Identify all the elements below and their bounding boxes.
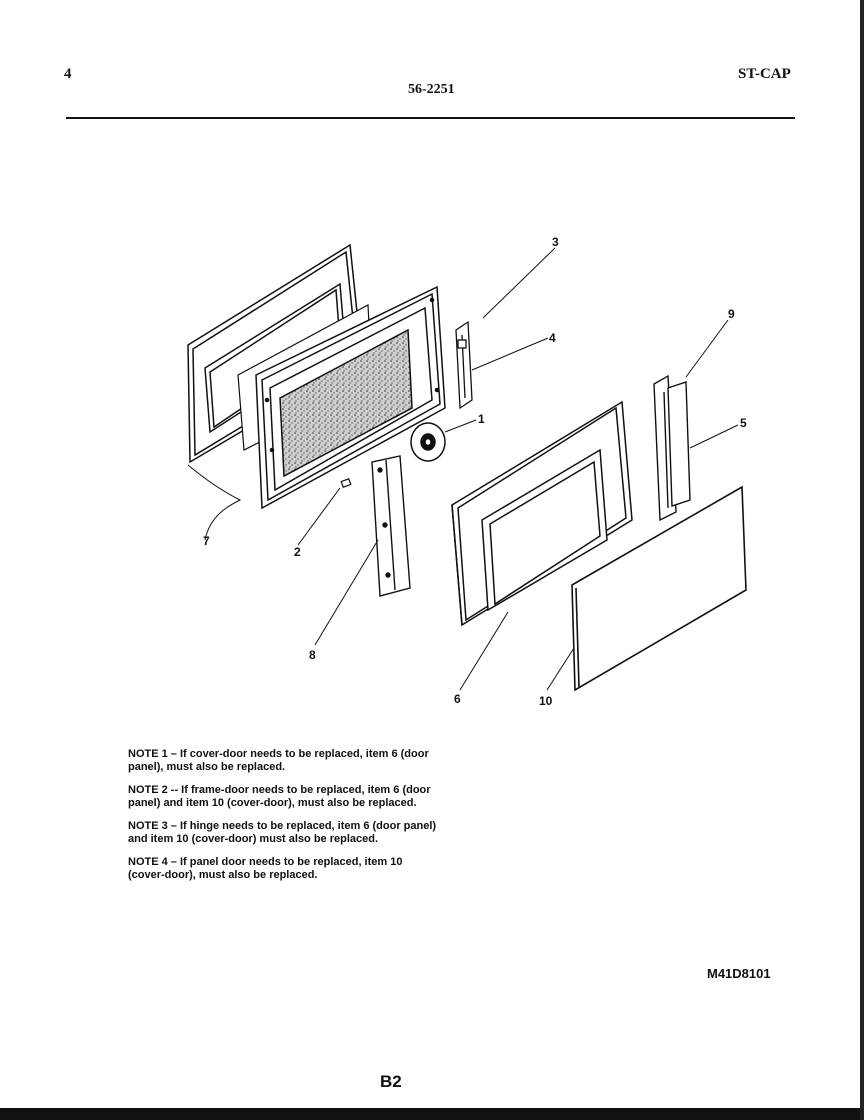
hinge-left — [455, 320, 473, 410]
callout-7: 7 — [203, 534, 210, 548]
note-1-line-2: panel), must also be replaced. — [128, 761, 286, 773]
knob-item-1 — [410, 422, 446, 462]
cover-door-item-10 — [571, 485, 747, 692]
hinge-right-item-5 — [653, 374, 691, 522]
note-4-line-2: (cover-door), must also be replaced. — [128, 869, 318, 881]
note-3-line-2: and item 10 (cover-door) must also be re… — [128, 833, 379, 845]
header-rule — [66, 117, 795, 119]
callout-6: 6 — [454, 692, 461, 706]
note-4-line-1: NOTE 4 – If panel door needs to be repla… — [128, 856, 403, 868]
note-2-line-2: panel) and item 10 (cover-door), must al… — [128, 797, 417, 809]
brace-item-8 — [371, 455, 411, 597]
callout-1: 1 — [478, 412, 485, 426]
callout-8: 8 — [309, 648, 316, 662]
document-code: 56-2251 — [408, 82, 455, 97]
page-number: 4 — [64, 66, 72, 82]
screw-item-2 — [340, 478, 352, 488]
right-scan-edge — [860, 0, 864, 1120]
note-2: NOTE 2 -- If frame-door needs to be repl… — [128, 784, 528, 810]
callout-9: 9 — [728, 307, 735, 321]
model-code: ST-CAP — [738, 66, 791, 82]
callout-3: 3 — [552, 235, 559, 249]
leader-lines — [187, 247, 739, 691]
bottom-scan-edge — [0, 1108, 864, 1120]
page-code: B2 — [380, 1072, 402, 1091]
callout-4: 4 — [549, 331, 556, 345]
door-panel-item-6 — [451, 400, 633, 627]
drawing-id: M41D8101 — [707, 966, 771, 981]
note-2-line-1: NOTE 2 -- If frame-door needs to be repl… — [128, 784, 431, 796]
callout-2: 2 — [294, 545, 301, 559]
inner-door-frame — [255, 285, 446, 510]
notes-block: NOTE 1 – If cover-door needs to be repla… — [128, 748, 528, 892]
callout-10: 10 — [539, 694, 553, 708]
note-3: NOTE 3 – If hinge needs to be replaced, … — [128, 820, 528, 846]
note-3-line-1: NOTE 3 – If hinge needs to be replaced, … — [128, 820, 437, 832]
note-4: NOTE 4 – If panel door needs to be repla… — [128, 856, 528, 882]
note-1: NOTE 1 – If cover-door needs to be repla… — [128, 748, 528, 774]
note-1-line-1: NOTE 1 – If cover-door needs to be repla… — [128, 748, 429, 760]
callout-5: 5 — [740, 416, 747, 430]
exploded-door-diagram: 1 2 3 4 5 6 7 8 9 10 — [187, 235, 747, 708]
